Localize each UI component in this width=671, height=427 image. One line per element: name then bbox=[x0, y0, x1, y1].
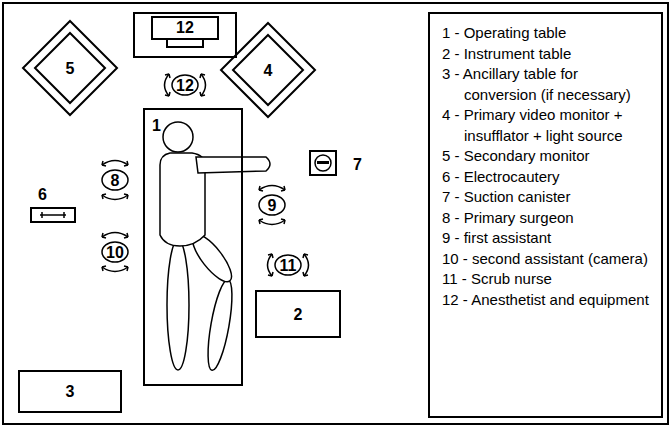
shape-outline bbox=[311, 152, 339, 178]
movement-arc bbox=[281, 219, 285, 224]
key-entry: 12 - Anesthetist and equipment bbox=[442, 290, 651, 311]
position-marker bbox=[102, 170, 128, 190]
callout-number: 11 bbox=[280, 256, 297, 275]
movement-arc bbox=[268, 272, 273, 276]
key-entry: 1 - Operating table bbox=[442, 23, 651, 44]
canister-symbol bbox=[315, 155, 331, 171]
position-marker bbox=[172, 75, 198, 95]
secondary-monitor: 5 bbox=[22, 20, 118, 116]
camera-assistant-position: 10 bbox=[100, 240, 130, 264]
anesthetist-position: 12 bbox=[170, 73, 200, 97]
callout-number: 10 bbox=[106, 243, 124, 262]
key-entry: 8 - Primary surgeon bbox=[442, 208, 651, 229]
suction-canister: 7 bbox=[309, 150, 337, 176]
movement-arc bbox=[124, 161, 128, 166]
key-entry: 11 - Scrub nurse bbox=[442, 269, 651, 290]
movement-arc bbox=[259, 220, 285, 225]
movement-arc bbox=[259, 186, 285, 191]
callout-number: 5 bbox=[66, 59, 75, 78]
operating-table: 1 bbox=[143, 108, 243, 386]
movement-arc bbox=[102, 267, 128, 272]
movement-arc bbox=[259, 219, 263, 224]
callout-number: 4 bbox=[264, 61, 273, 80]
movement-arc bbox=[281, 186, 285, 191]
monitor-stand bbox=[167, 39, 203, 47]
key-entry: 2 - Instrument table bbox=[442, 44, 651, 65]
movement-arc bbox=[102, 233, 106, 238]
position-marker bbox=[259, 195, 285, 215]
ancillary-table: 3 bbox=[18, 370, 122, 413]
monitor-outline bbox=[35, 33, 105, 103]
key-entry: 9 - first assistant bbox=[442, 228, 651, 249]
electrocautery-unit: 6 bbox=[30, 207, 76, 223]
shape-outline bbox=[32, 209, 78, 225]
movement-arc bbox=[102, 233, 128, 238]
callout-number: 3 bbox=[66, 382, 75, 401]
anesthesia-station: 12 bbox=[133, 12, 237, 58]
callout-number: 1 bbox=[152, 116, 161, 135]
movement-arc bbox=[200, 92, 205, 96]
movement-arc bbox=[124, 233, 128, 238]
movement-arc bbox=[165, 74, 170, 78]
position-marker bbox=[102, 242, 128, 262]
key-entry: 6 - Electrocautery bbox=[442, 167, 651, 188]
movement-arc bbox=[102, 194, 106, 199]
key-entry: 10 - second assistant (camera) bbox=[442, 249, 651, 270]
anesthesia-monitor bbox=[152, 17, 218, 39]
patient-leg bbox=[167, 240, 189, 370]
patient-head bbox=[163, 122, 193, 152]
movement-arc bbox=[200, 74, 205, 78]
movement-arc bbox=[102, 195, 128, 200]
movement-arc bbox=[268, 254, 273, 258]
movement-arc bbox=[165, 74, 170, 96]
movement-arc bbox=[259, 186, 263, 191]
movement-arc bbox=[102, 161, 106, 166]
key-entry: 3 - Ancillary table for conversion (if n… bbox=[442, 64, 651, 105]
patient-figure bbox=[160, 122, 270, 372]
canister-bar bbox=[317, 161, 329, 164]
room-border bbox=[3, 3, 668, 424]
patient-shin bbox=[203, 278, 237, 372]
callout-number: 8 bbox=[111, 171, 120, 190]
callout-number: 9 bbox=[268, 196, 277, 215]
movement-arc bbox=[102, 161, 128, 166]
assistant-position: 9 bbox=[257, 193, 287, 217]
movement-arc bbox=[124, 194, 128, 199]
key-box: 1 - Operating table2 - Instrument table3… bbox=[428, 12, 663, 418]
scrub-nurse-position: 11 bbox=[273, 253, 303, 277]
cautery-symbol bbox=[40, 212, 66, 218]
callout-number: 6 bbox=[38, 185, 47, 204]
movement-arc bbox=[304, 254, 309, 276]
monitor-outline bbox=[221, 23, 315, 117]
surgeon-position: 8 bbox=[100, 168, 130, 192]
callout-number: 7 bbox=[353, 155, 362, 174]
instrument-table: 2 bbox=[255, 290, 341, 338]
position-marker bbox=[275, 255, 301, 275]
movement-arc bbox=[102, 266, 106, 271]
movement-arc bbox=[268, 254, 273, 276]
key-entry: 5 - Secondary monitor bbox=[442, 146, 651, 167]
movement-arc bbox=[124, 266, 128, 271]
movement-arc bbox=[303, 254, 308, 258]
callout-number: 2 bbox=[294, 305, 303, 324]
movement-arc bbox=[303, 272, 308, 276]
key-entry: 4 - Primary video monitor + insufflator … bbox=[442, 105, 651, 146]
callout-number: 12 bbox=[176, 76, 194, 95]
patient-arm bbox=[196, 157, 270, 173]
primary-monitor: 4 bbox=[220, 22, 316, 118]
movement-arc bbox=[201, 74, 206, 96]
monitor-outline bbox=[23, 21, 117, 115]
key-entry: 7 - Suction canister bbox=[442, 187, 651, 208]
monitor-outline bbox=[233, 35, 303, 105]
callout-number: 12 bbox=[176, 18, 194, 37]
movement-arc bbox=[165, 92, 170, 96]
